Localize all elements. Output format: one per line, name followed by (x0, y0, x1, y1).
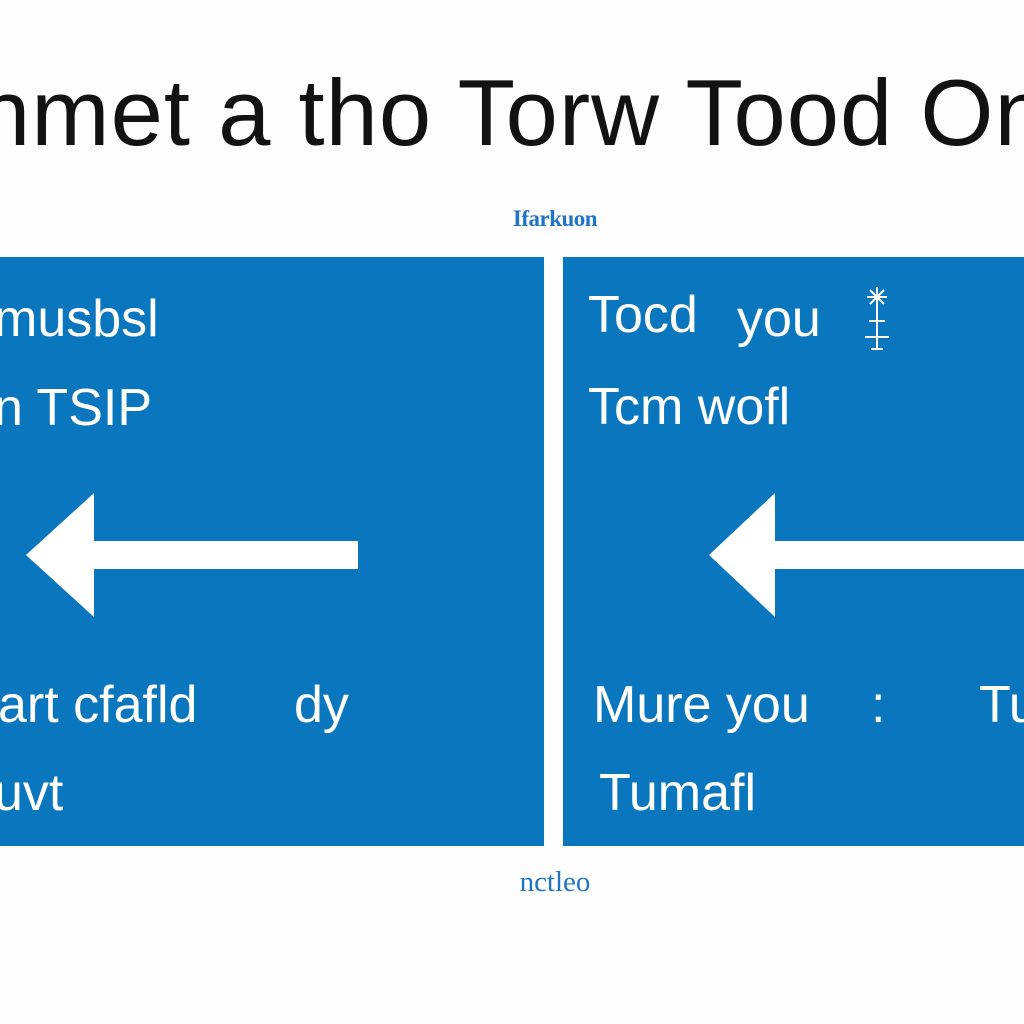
left-panel-line-4: uvt (0, 764, 64, 822)
left-panel-line-1: musbsl (0, 290, 159, 348)
arrow-left-icon (26, 493, 358, 617)
right-panel-line-3-mark: : (871, 676, 886, 734)
page-title: nmet a tho Torw Tood Ond (0, 60, 1024, 165)
left-panel-line-3: art cfafld (0, 676, 198, 734)
right-panel-line-1: Tocd (588, 286, 698, 344)
right-sign-panel: Tocd you Tcm wofl Mure you : Tu Tumafl (563, 257, 1024, 846)
left-sign-panel: musbsl n TSIP art cfafld dy uvt (0, 257, 544, 846)
right-panel-line-1-suffix: you (737, 290, 821, 348)
tower-icon (865, 287, 889, 350)
left-panel-line-2: n TSIP (0, 379, 153, 437)
bottom-caption: nctleo (519, 866, 591, 898)
top-caption: Ifarkuon (512, 206, 598, 231)
right-panel-line-3: Mure you (593, 676, 810, 734)
right-panel-line-2: Tcm wofl (588, 378, 791, 436)
arrow-left-icon (709, 493, 1024, 617)
right-panel-line-4: Tumafl (599, 764, 756, 822)
right-panel-line-3-suffix: Tu (979, 676, 1024, 734)
left-panel-line-3-suffix: dy (294, 676, 349, 734)
